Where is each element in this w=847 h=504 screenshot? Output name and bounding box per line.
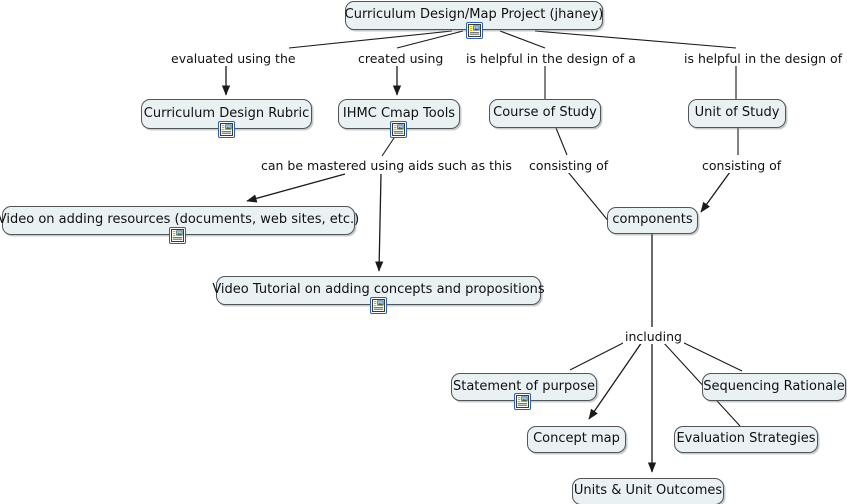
link-phrase-including[interactable]: including — [623, 329, 684, 344]
concept-node-unit-of-study[interactable]: Unit of Study — [688, 99, 786, 128]
link-phrase-evaluated-using-the[interactable]: evaluated using the — [169, 51, 298, 66]
concept-node-units-and-unit-outcomes[interactable]: Units & Unit Outcomes — [572, 478, 724, 504]
edge-including-statement-of-purpose — [569, 340, 628, 371]
concept-label: components — [612, 212, 693, 227]
edge-can-be-mastered-videoresources — [246, 173, 346, 203]
edge-root-is-helpful-course — [499, 30, 546, 49]
concept-label: Unit of Study — [694, 105, 780, 120]
link-phrase-is-helpful-in-the-design-of-a-unit[interactable]: is helpful in the design of a — [682, 52, 847, 66]
edge-cmaptools-videotutorial — [375, 173, 384, 272]
concept-label: Curriculum Design Rubric — [143, 105, 310, 121]
concept-label: Course of Study — [493, 105, 597, 120]
link-phrase-created-using[interactable]: created using — [356, 51, 446, 66]
concept-label: Units & Unit Outcomes — [573, 483, 723, 498]
link-phrase-can-be-mastered-using-aids-such-as-this[interactable]: can be mastered using aids such as this — [259, 158, 514, 173]
concept-label: Statement of purpose — [452, 378, 596, 394]
concept-node-components[interactable]: components — [607, 207, 698, 234]
resource-document-icon[interactable] — [169, 227, 186, 244]
concept-node-evaluation-strategies[interactable]: Evaluation Strategies — [674, 426, 818, 453]
resource-document-icon[interactable] — [514, 393, 531, 410]
edge-including-sequencing-rationale — [679, 340, 743, 372]
concept-label: Concept map — [533, 431, 620, 446]
resource-document-icon[interactable] — [370, 297, 387, 314]
edge-root-created-using — [396, 30, 464, 49]
concept-node-concept-map[interactable]: Concept map — [527, 426, 626, 453]
concept-node-course-of-study[interactable]: Course of Study — [489, 99, 601, 128]
edge-root-is-helpful-unit — [534, 30, 737, 49]
concept-label: Sequencing Rationale — [703, 378, 845, 394]
edge-consisting-of-components-right — [700, 171, 731, 213]
resource-document-icon[interactable] — [466, 22, 483, 39]
edge-root-evaluated-using-the — [288, 30, 453, 49]
concept-node-sequencing-rationale[interactable]: Sequencing Rationale — [702, 373, 846, 401]
edge-course-consisting-of — [555, 127, 568, 156]
link-phrase-consisting-of-course[interactable]: consisting of — [527, 158, 611, 173]
concept-node-statement-of-purpose[interactable]: Statement of purpose — [451, 373, 597, 401]
resource-document-icon[interactable] — [390, 121, 407, 138]
concept-label: Video on adding resources (documents, we… — [0, 212, 360, 227]
concept-label: Curriculum Design/Map Project (jhaney) — [344, 7, 604, 22]
concept-label: IHMC Cmap Tools — [342, 105, 456, 121]
link-phrase-is-helpful-in-the-design-of-a-course[interactable]: is helpful in the design of a — [464, 51, 638, 66]
concept-label: Evaluation Strategies — [676, 431, 816, 446]
concept-label: Video Tutorial on adding concepts and pr… — [212, 282, 545, 297]
link-phrase-consisting-of-unit[interactable]: consisting of — [700, 158, 784, 173]
resource-document-icon[interactable] — [218, 121, 235, 138]
